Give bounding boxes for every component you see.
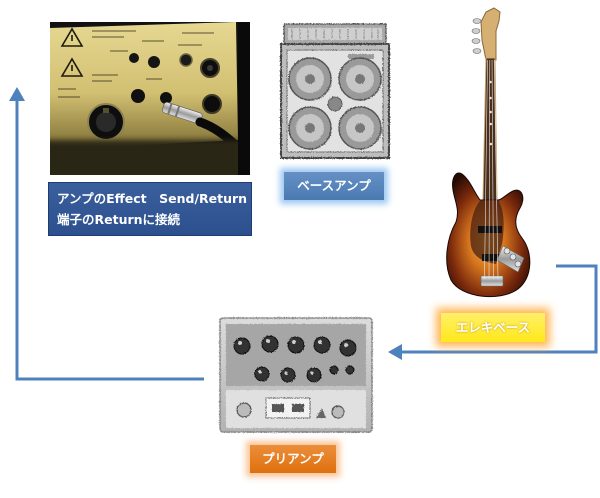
- panel-print-marks: [58, 30, 214, 98]
- jack: [202, 94, 222, 114]
- amp-return-caption: アンプのEffect Send/Return 端子のReturnに接続: [48, 182, 252, 236]
- arrow-line: [400, 264, 598, 354]
- bass-amp-label: ベースアンプ: [284, 172, 384, 200]
- knobs: [233, 335, 357, 383]
- jack: [129, 53, 139, 63]
- warning-triangle-icon: [60, 57, 84, 77]
- arrow-bass-to-preamp: [388, 264, 598, 360]
- jack: [148, 56, 160, 68]
- preamp-label: プリアンプ: [250, 445, 336, 473]
- amp-return-caption-line1: アンプのEffect Send/Return: [57, 191, 248, 206]
- cable-plug: [162, 101, 203, 124]
- arrow-line: [15, 100, 204, 381]
- speaker: [288, 57, 332, 101]
- jack: [160, 92, 172, 104]
- footswitch: [331, 405, 345, 419]
- electric-bass-photo: [446, 7, 531, 298]
- speakon-connector: [87, 103, 125, 141]
- arrow-head: [388, 344, 402, 360]
- pedal-nameplate: [265, 397, 311, 419]
- strings: [484, 59, 499, 280]
- warning-triangle-icon: [60, 27, 84, 47]
- amp-back-panel-photo: [50, 22, 250, 175]
- tuning-keys: [471, 18, 482, 54]
- knob-highlights: [238, 339, 348, 375]
- arrow-head: [9, 87, 25, 101]
- jacks: [129, 53, 222, 114]
- tweeter: [327, 96, 343, 112]
- bridge: [480, 275, 504, 287]
- bass-amp-cabinet-photo: [280, 23, 390, 159]
- electric-bass-label: エレキベース: [441, 313, 545, 342]
- footswitch: [236, 402, 252, 418]
- speaker: [288, 106, 332, 150]
- neck-pickup: [478, 226, 502, 233]
- preamp-pedal-photo: [219, 317, 373, 433]
- amp-return-caption-line2: 端子のReturnに接続: [57, 212, 181, 227]
- bridge-pickup: [482, 254, 506, 261]
- control-knobs: [503, 247, 522, 268]
- speaker: [338, 106, 382, 150]
- jack: [179, 53, 193, 67]
- arrow-preamp-to-amp: [9, 87, 204, 381]
- jack: [131, 89, 145, 103]
- headstock: [471, 7, 501, 61]
- speaker: [338, 57, 382, 101]
